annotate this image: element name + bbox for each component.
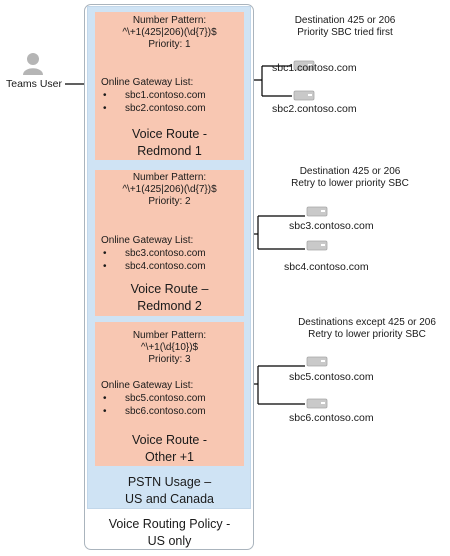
- route3-gateway-2: sbc6.contoso.com: [103, 406, 206, 418]
- route3-gateway-label: Online Gateway List:: [101, 380, 194, 391]
- route2-pattern-label: Number Pattern:: [132, 172, 207, 183]
- sbc3-server-icon: [306, 206, 328, 217]
- route3-pattern: ^\+1(\d{10})$: [140, 342, 199, 353]
- policy-label-line1: Voice Routing Policy -: [108, 517, 231, 531]
- sbc6-label: sbc6.contoso.com: [289, 412, 374, 424]
- route3-connector: [244, 365, 305, 405]
- sbc6-server-icon: [306, 398, 328, 409]
- route2-gateway-label: Online Gateway List:: [101, 235, 194, 246]
- voice-route-redmond-2-box: [95, 170, 244, 316]
- policy-label-line2: US only: [147, 534, 192, 548]
- pstn-usage-label-line2: US and Canada: [125, 492, 214, 506]
- sbc1-server-icon: [293, 60, 315, 71]
- route1-pattern: ^\+1(425|206)(\d{7})$: [122, 27, 217, 38]
- sbc5-label: sbc5.contoso.com: [289, 371, 374, 383]
- sbc1-label: sbc1.contoso.com: [272, 62, 357, 74]
- sbc2-label: sbc2.contoso.com: [272, 103, 357, 115]
- destination-1-line1: Destination 425 or 206: [294, 15, 396, 26]
- sbc3-label: sbc3.contoso.com: [289, 220, 374, 232]
- sbc4-server-icon: [306, 240, 328, 251]
- voice-route-redmond-1-box: [95, 12, 244, 160]
- route3-pattern-label: Number Pattern:: [132, 330, 207, 341]
- route2-priority: Priority: 2: [148, 196, 191, 207]
- user-icon: [23, 53, 43, 75]
- route2-gateway-2: sbc4.contoso.com: [103, 261, 206, 273]
- destination-3-line1: Destinations except 425 or 206: [298, 317, 436, 328]
- destination-1-line2: Priority SBC tried first: [297, 27, 393, 38]
- destination-2-line1: Destination 425 or 206: [299, 166, 401, 177]
- route1-gateway-1: sbc1.contoso.com: [103, 90, 206, 102]
- route2-name-line1: Voice Route –: [130, 282, 209, 296]
- route2-pattern: ^\+1(425|206)(\d{7})$: [122, 184, 217, 195]
- route1-name-line2: Redmond 1: [137, 144, 202, 158]
- route2-gateway-1: sbc3.contoso.com: [103, 248, 206, 260]
- route3-priority: Priority: 3: [148, 354, 191, 365]
- destination-3-line2: Retry to lower priority SBC: [308, 329, 426, 340]
- route2-name-line2: Redmond 2: [137, 299, 202, 313]
- destination-2-line2: Retry to lower priority SBC: [291, 178, 409, 189]
- sbc5-server-icon: [306, 356, 328, 367]
- route3-name-line2: Other +1: [145, 450, 194, 464]
- sbc2-server-icon: [293, 90, 315, 101]
- route1-gateway-2: sbc2.contoso.com: [103, 103, 206, 115]
- route3-name-line1: Voice Route -: [131, 433, 208, 447]
- route1-priority: Priority: 1: [148, 39, 191, 50]
- route3-gateway-1: sbc5.contoso.com: [103, 393, 206, 405]
- route1-name-line1: Voice Route -: [131, 127, 208, 141]
- teams-user-label: Teams User: [6, 78, 63, 90]
- sbc4-label: sbc4.contoso.com: [284, 261, 369, 273]
- pstn-usage-label-line1: PSTN Usage –: [127, 475, 212, 489]
- route1-gateway-label: Online Gateway List:: [101, 77, 194, 88]
- route1-pattern-label: Number Pattern:: [132, 15, 207, 26]
